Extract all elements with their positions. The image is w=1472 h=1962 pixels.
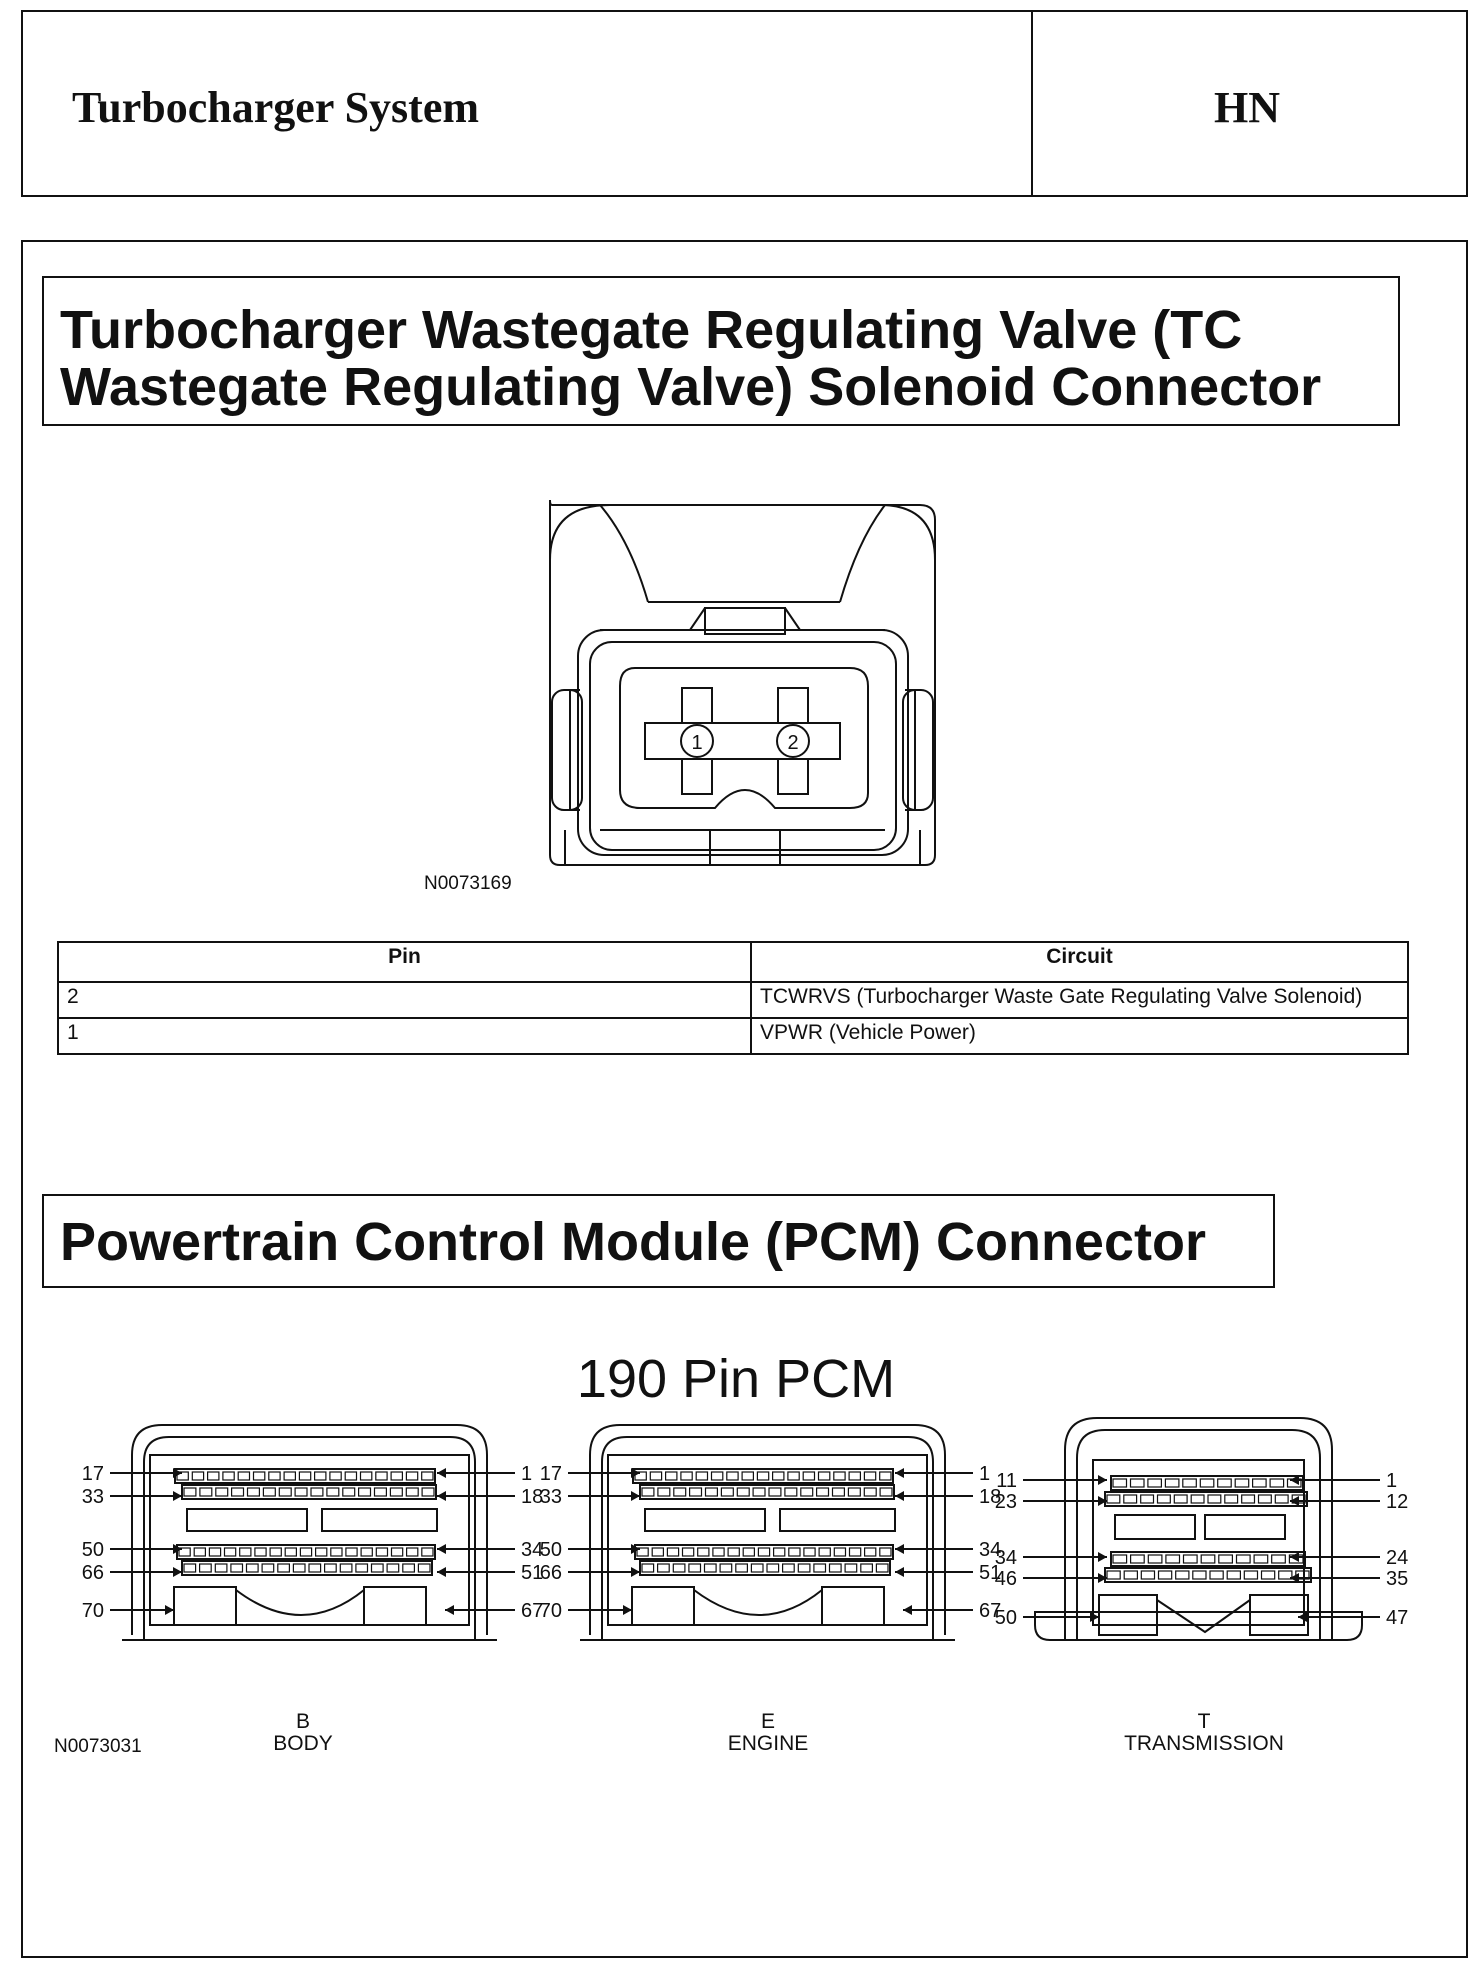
connector-name: TRANSMISSION <box>1124 1732 1284 1756</box>
content-frame <box>21 240 1468 1958</box>
figure-code-solenoid: N0073169 <box>424 873 512 894</box>
connector-name: BODY <box>273 1732 333 1756</box>
table-header-row: Pin Circuit <box>57 941 1409 983</box>
table-row: 1 VPWR (Vehicle Power) <box>57 1017 1409 1055</box>
section-title-pcm-connector: Powertrain Control Module (PCM) Connecto… <box>42 1194 1275 1288</box>
pcm-heading: 190 Pin PCM <box>576 1349 896 1409</box>
pin-circuit-table: Pin Circuit 2 TCWRVS (Turbocharger Waste… <box>57 941 1409 1055</box>
connector-label-engine: E ENGINE <box>618 1710 918 1756</box>
cell-pin: 2 <box>57 981 752 1019</box>
cell-circuit: TCWRVS (Turbocharger Waste Gate Regulati… <box>750 981 1409 1019</box>
connector-letter: E <box>760 1710 775 1733</box>
connector-label-transmission: T TRANSMISSION <box>1054 1710 1354 1756</box>
cell-pin: 1 <box>57 1017 752 1055</box>
header-pin: Pin <box>57 941 752 983</box>
cell-circuit: VPWR (Vehicle Power) <box>750 1017 1409 1055</box>
section-title-solenoid-connector: Turbocharger Wastegate Regulating Valve … <box>42 276 1400 426</box>
connector-letter: T <box>1197 1710 1211 1733</box>
table-row: 2 TCWRVS (Turbocharger Waste Gate Regula… <box>57 981 1409 1019</box>
header-divider <box>1031 10 1033 197</box>
figure-code-pcm: N0073031 <box>54 1736 142 1757</box>
header-box <box>21 10 1468 197</box>
connector-name: ENGINE <box>727 1732 809 1756</box>
connector-label-body: B BODY <box>153 1710 453 1756</box>
header-code: HN <box>1214 83 1280 132</box>
header-circuit: Circuit <box>750 941 1409 983</box>
header-title: Turbocharger System <box>72 83 479 132</box>
connector-letter: B <box>295 1710 310 1733</box>
